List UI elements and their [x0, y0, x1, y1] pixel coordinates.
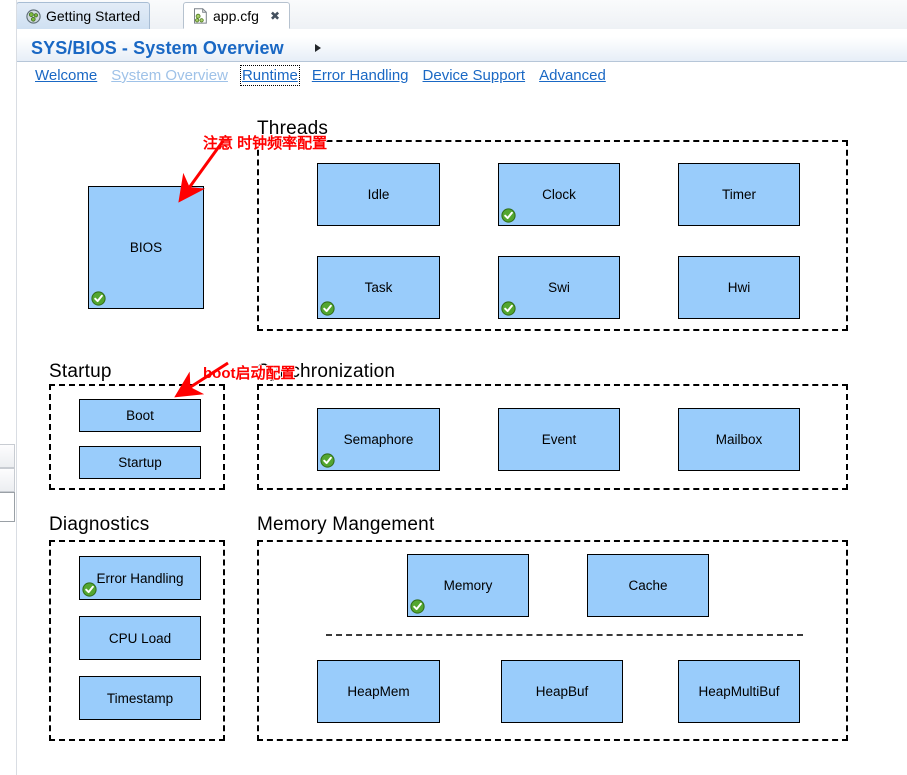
tab-app-cfg[interactable]: app.cfg ✖	[183, 2, 290, 29]
node-label: Idle	[367, 187, 390, 202]
node-swi[interactable]: Swi	[498, 256, 620, 319]
node-label: Hwi	[727, 280, 751, 295]
node-label: HeapBuf	[535, 684, 589, 699]
form-header-band	[16, 37, 907, 62]
node-semaphore[interactable]: Semaphore	[317, 408, 440, 471]
node-task[interactable]: Task	[317, 256, 440, 319]
tab-label: app.cfg	[213, 7, 259, 24]
nav-link-advanced[interactable]: Advanced	[539, 67, 606, 84]
collapsed-view-stub-3[interactable]	[0, 492, 15, 522]
node-bios[interactable]: BIOS	[88, 186, 204, 309]
annotation-clock-note: 注意 时钟频率配置	[203, 135, 328, 152]
collapsed-view-stub-2[interactable]	[0, 468, 15, 492]
sys-bios-form-editor: SYS/BIOS - System Overview Welcome Syste…	[16, 29, 907, 775]
node-mailbox[interactable]: Mailbox	[678, 408, 800, 471]
node-label: HeapMultiBuf	[698, 684, 780, 699]
group-label-memory-management: Memory Mangement	[257, 514, 435, 535]
config-file-icon	[193, 7, 208, 24]
check-icon	[320, 301, 335, 316]
group-threads	[257, 140, 848, 331]
group-startup	[49, 384, 225, 490]
node-label: Semaphore	[343, 432, 414, 447]
node-cache[interactable]: Cache	[587, 554, 709, 617]
node-clock[interactable]: Clock	[498, 163, 620, 226]
node-label: Error Handling	[96, 570, 184, 586]
close-icon[interactable]: ✖	[269, 8, 280, 23]
node-memory[interactable]: Memory	[407, 554, 529, 617]
node-label: Event	[541, 432, 577, 447]
group-memory-management	[257, 540, 848, 741]
memory-group-divider	[326, 634, 803, 636]
node-error-handling[interactable]: Error Handling	[79, 556, 201, 600]
title-arrow-icon[interactable]	[315, 44, 321, 52]
collapsed-view-stub-1[interactable]	[0, 444, 15, 468]
collapsed-views-rail	[0, 0, 17, 775]
node-label: Timer	[722, 187, 756, 202]
group-label-diagnostics: Diagnostics	[49, 514, 150, 535]
node-label: Clock	[542, 187, 576, 202]
check-icon	[501, 301, 516, 316]
tab-label: Getting Started	[46, 8, 141, 24]
group-label-startup: Startup	[49, 361, 112, 382]
nav-link-runtime[interactable]: Runtime	[239, 65, 300, 86]
group-synchronization	[257, 384, 848, 490]
editor-tab-bar: Getting Started app.cfg ✖	[16, 0, 907, 30]
tab-getting-started[interactable]: Getting Started	[16, 2, 151, 29]
check-icon	[501, 208, 516, 223]
group-diagnostics	[49, 540, 225, 741]
node-label: BIOS	[129, 240, 163, 255]
check-icon	[410, 599, 425, 614]
nav-link-error-handling[interactable]: Error Handling	[311, 67, 409, 84]
node-hwi[interactable]: Hwi	[678, 256, 800, 319]
node-label: Boot	[126, 408, 154, 423]
check-icon	[91, 291, 106, 306]
page-title: SYS/BIOS - System Overview	[31, 38, 284, 58]
node-cpu-load[interactable]: CPU Load	[79, 616, 201, 660]
cheat-sheet-icon	[26, 8, 41, 24]
node-label: Mailbox	[715, 432, 763, 447]
node-label: Cache	[628, 578, 668, 593]
node-label: Memory	[443, 578, 493, 593]
node-label: HeapMem	[347, 684, 410, 699]
group-label-threads: Threads	[257, 118, 329, 139]
node-label: Startup	[118, 455, 162, 470]
annotation-boot-note: boot启动配置	[203, 365, 296, 382]
nav-link-welcome[interactable]: Welcome	[35, 67, 98, 84]
nav-link-system-overview: System Overview	[111, 67, 228, 84]
node-idle[interactable]: Idle	[317, 163, 440, 226]
node-timer[interactable]: Timer	[678, 163, 800, 226]
system-overview-diagram: BIOS Threads Idle Clock Timer Task	[16, 29, 907, 775]
node-label: Timestamp	[106, 690, 174, 706]
node-label: Task	[364, 280, 393, 295]
node-heapbuf[interactable]: HeapBuf	[501, 660, 623, 723]
form-nav-links: Welcome System Overview Runtime Error Ha…	[35, 65, 606, 86]
node-timestamp[interactable]: Timestamp	[79, 676, 201, 720]
node-heapmultibuf[interactable]: HeapMultiBuf	[678, 660, 800, 723]
check-icon	[320, 453, 335, 468]
node-heapmem[interactable]: HeapMem	[317, 660, 440, 723]
node-label: CPU Load	[108, 630, 172, 646]
group-label-synchronization: Synchronization	[257, 361, 396, 382]
node-label: Swi	[548, 280, 570, 295]
check-icon	[82, 582, 97, 597]
node-boot[interactable]: Boot	[79, 399, 201, 432]
nav-link-device-support[interactable]: Device Support	[422, 67, 526, 84]
node-event[interactable]: Event	[498, 408, 620, 471]
node-startup[interactable]: Startup	[79, 446, 201, 479]
